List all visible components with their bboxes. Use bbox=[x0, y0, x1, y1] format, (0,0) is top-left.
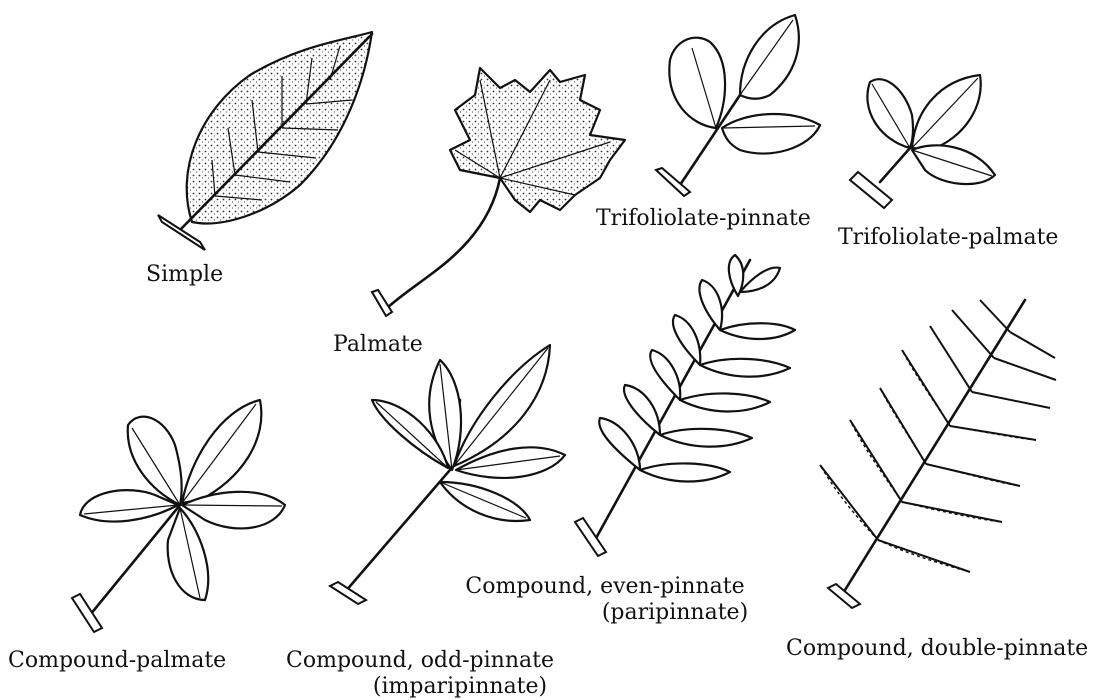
label-odd-pinnate: Compound, odd-pinnate (imparipinnate) bbox=[270, 648, 570, 700]
double-pinnate-drawing bbox=[820, 300, 1056, 608]
even-pinnate-drawing bbox=[575, 255, 795, 556]
label-trifoliolate-pinnate: Trifoliolate-pinnate bbox=[596, 206, 811, 232]
label-double-pinnate: Compound, double-pinnate bbox=[786, 636, 1088, 662]
label-odd-pinnate-line2: (imparipinnate) bbox=[270, 674, 570, 700]
trifoliolate-pinnate-drawing bbox=[656, 15, 820, 196]
odd-pinnate-drawing bbox=[330, 345, 565, 604]
label-even-pinnate-line1: Compound, even-pinnate bbox=[450, 574, 760, 600]
trifoliolate-palmate-drawing bbox=[850, 75, 995, 208]
label-compound-palmate: Compound-palmate bbox=[8, 648, 226, 674]
label-simple: Simple bbox=[146, 262, 223, 288]
label-trifoliolate-palmate: Trifoliolate-palmate bbox=[838, 225, 1058, 251]
label-odd-pinnate-line1: Compound, odd-pinnate bbox=[270, 648, 570, 674]
label-even-pinnate-line2: (paripinnate) bbox=[450, 600, 760, 626]
label-even-pinnate: Compound, even-pinnate (paripinnate) bbox=[450, 574, 760, 626]
compound-palmate-drawing bbox=[72, 400, 285, 632]
label-palmate: Palmate bbox=[333, 332, 423, 358]
palmate-leaf-drawing bbox=[372, 68, 625, 316]
simple-leaf-drawing bbox=[158, 32, 372, 250]
